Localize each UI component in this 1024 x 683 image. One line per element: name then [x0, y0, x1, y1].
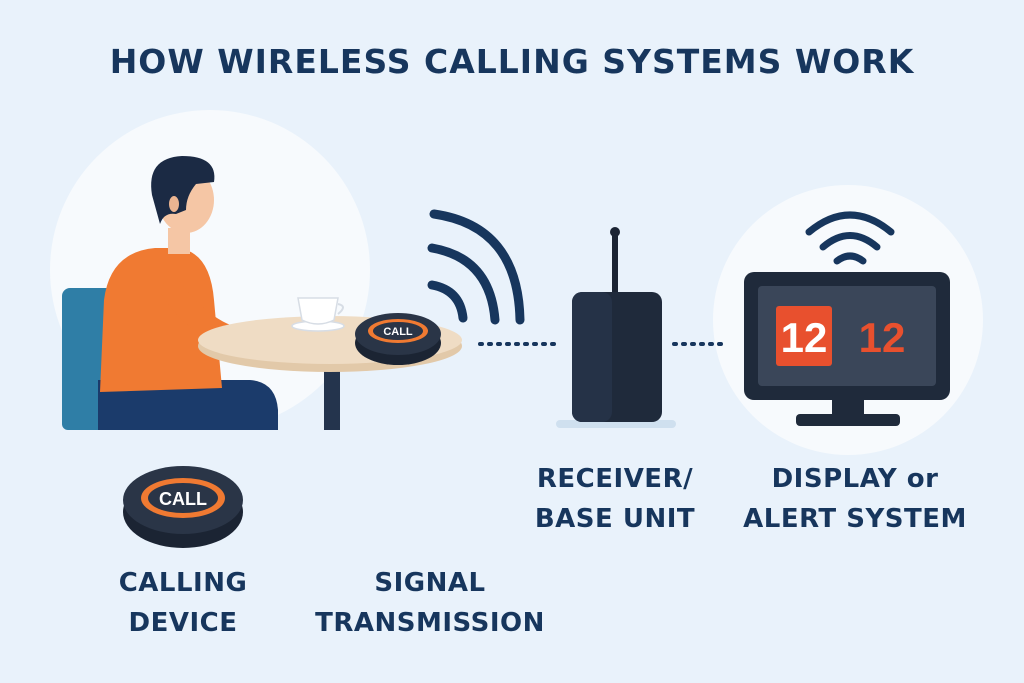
calling-device-icon: CALL	[123, 466, 243, 548]
call-button-small-label: CALL	[383, 326, 413, 338]
step-label-display: DISPLAY or ALERT SYSTEM	[735, 459, 975, 539]
step-label-line2: DEVICE	[128, 608, 238, 638]
display-number-2: 12	[859, 314, 906, 361]
call-button-large-label: CALL	[159, 489, 207, 509]
coffee-cup-icon	[291, 297, 345, 332]
diagram-title: HOW WIRELESS CALLING SYSTEMS WORK	[109, 42, 915, 81]
wifi-signal-icon	[427, 209, 525, 325]
call-button-on-table: CALL	[355, 313, 441, 365]
step-label-line1: RECEIVER/	[536, 464, 694, 494]
step-label-line1: CALLING	[118, 568, 248, 598]
receiver-icon	[556, 227, 676, 428]
step-label-line1: DISPLAY or	[771, 464, 939, 494]
display-number-box	[776, 306, 832, 366]
step-label-line1: SIGNAL	[374, 568, 486, 598]
display-number-1: 12	[781, 314, 828, 361]
step-label-line2: BASE UNIT	[534, 504, 696, 534]
monitor-icon: 12 12	[744, 272, 950, 426]
step-label-line2: ALERT SYSTEM	[743, 504, 967, 534]
step-label-signal-transmission: SIGNAL TRANSMISSION	[300, 563, 560, 643]
step-label-calling-device: CALLING DEVICE	[88, 563, 278, 643]
wifi-icon	[805, 211, 895, 265]
step-label-line2: TRANSMISSION	[315, 608, 545, 638]
step-label-receiver: RECEIVER/ BASE UNIT	[510, 459, 720, 539]
